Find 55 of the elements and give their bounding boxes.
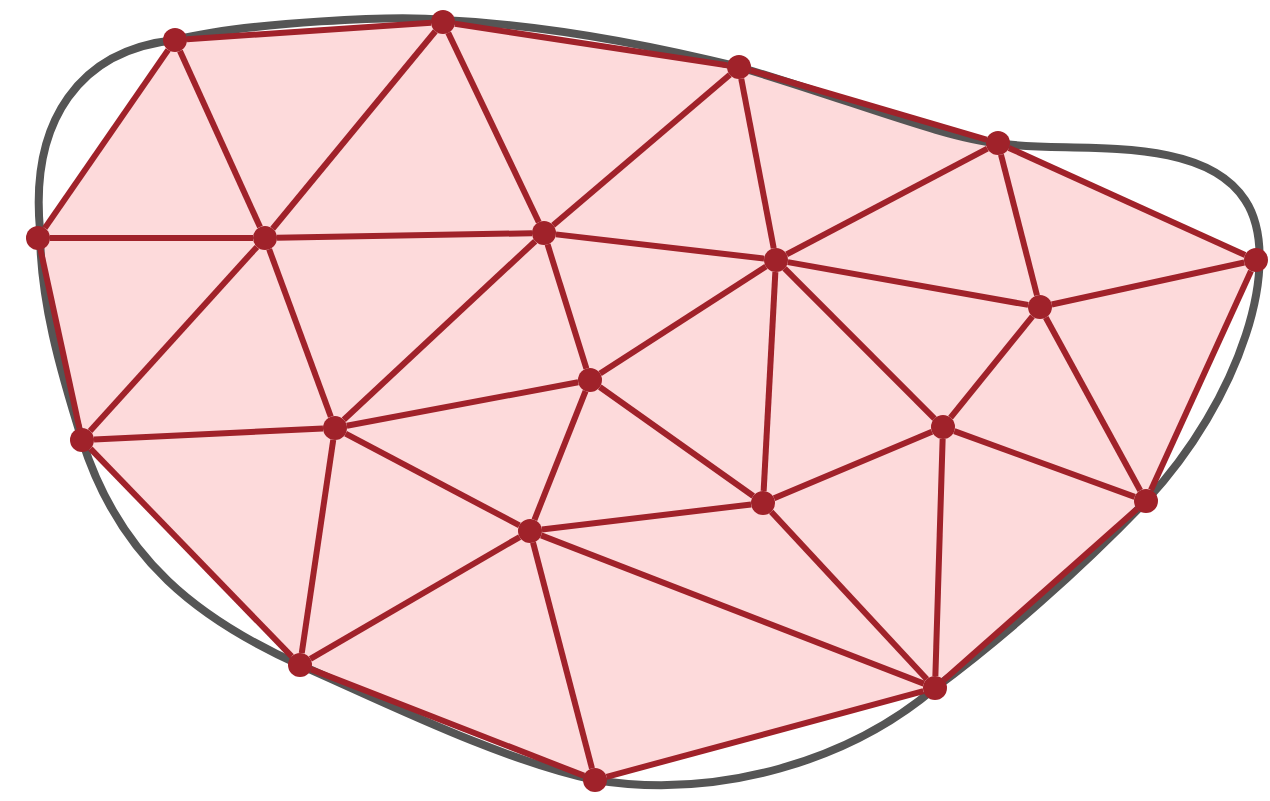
mesh-edge [531, 390, 589, 521]
mesh-edge [1148, 269, 1254, 492]
mesh-edge [346, 379, 579, 429]
mesh-edge [344, 430, 521, 529]
vertex-dot [163, 28, 187, 52]
mesh-edge [768, 509, 930, 682]
mesh-edge [782, 266, 937, 421]
mesh-edge [932, 438, 946, 677]
mesh-edge [1043, 316, 1143, 492]
mesh-edge [87, 244, 260, 434]
mesh-edge [540, 532, 925, 687]
mesh-edge [772, 428, 934, 502]
mesh-edge [530, 541, 595, 770]
mesh-edge [42, 48, 171, 230]
mesh-edge [749, 67, 988, 143]
mesh-edge [953, 428, 1136, 500]
mesh-edge [760, 271, 779, 492]
mesh-edge [598, 264, 768, 376]
vertex-dot [70, 428, 94, 452]
mesh-edge [998, 153, 1040, 297]
mesh-edge [270, 29, 438, 231]
mesh-edge [186, 19, 432, 43]
mesh-edge [605, 688, 925, 780]
vertex-dot [26, 226, 50, 250]
mesh-edge [785, 145, 989, 258]
mesh-edge [454, 20, 728, 69]
mesh-edge [1051, 259, 1245, 308]
mesh-edge [37, 249, 83, 429]
vertex-dot [986, 131, 1010, 155]
mesh-edge [177, 49, 263, 229]
mesh-edge [787, 259, 1029, 308]
mesh-edge [738, 78, 777, 249]
vertex-dot [431, 10, 455, 34]
mesh-edge [541, 501, 752, 533]
vertex-dot [288, 653, 312, 677]
mesh-edge [948, 314, 1035, 420]
vertex-dot [1244, 248, 1268, 272]
mesh-edge [555, 231, 765, 262]
mesh-edge [551, 72, 732, 228]
mesh-edge [310, 666, 585, 779]
mesh-edge [50, 235, 253, 241]
mesh-edge [93, 425, 324, 443]
mesh-edge [445, 31, 542, 224]
mesh-edge [298, 439, 337, 654]
mesh-edge [266, 248, 334, 418]
mesh-edge [942, 506, 1139, 683]
mesh-edge [341, 239, 538, 422]
vertex-dot [727, 55, 751, 79]
mesh-edge [1007, 145, 1247, 258]
vertex-dot [583, 768, 607, 792]
mesh-edge [88, 446, 294, 659]
mesh-edge [276, 230, 533, 241]
mesh-edge [598, 384, 755, 499]
mesh-edge [544, 243, 590, 370]
mesh-edge [308, 534, 522, 662]
